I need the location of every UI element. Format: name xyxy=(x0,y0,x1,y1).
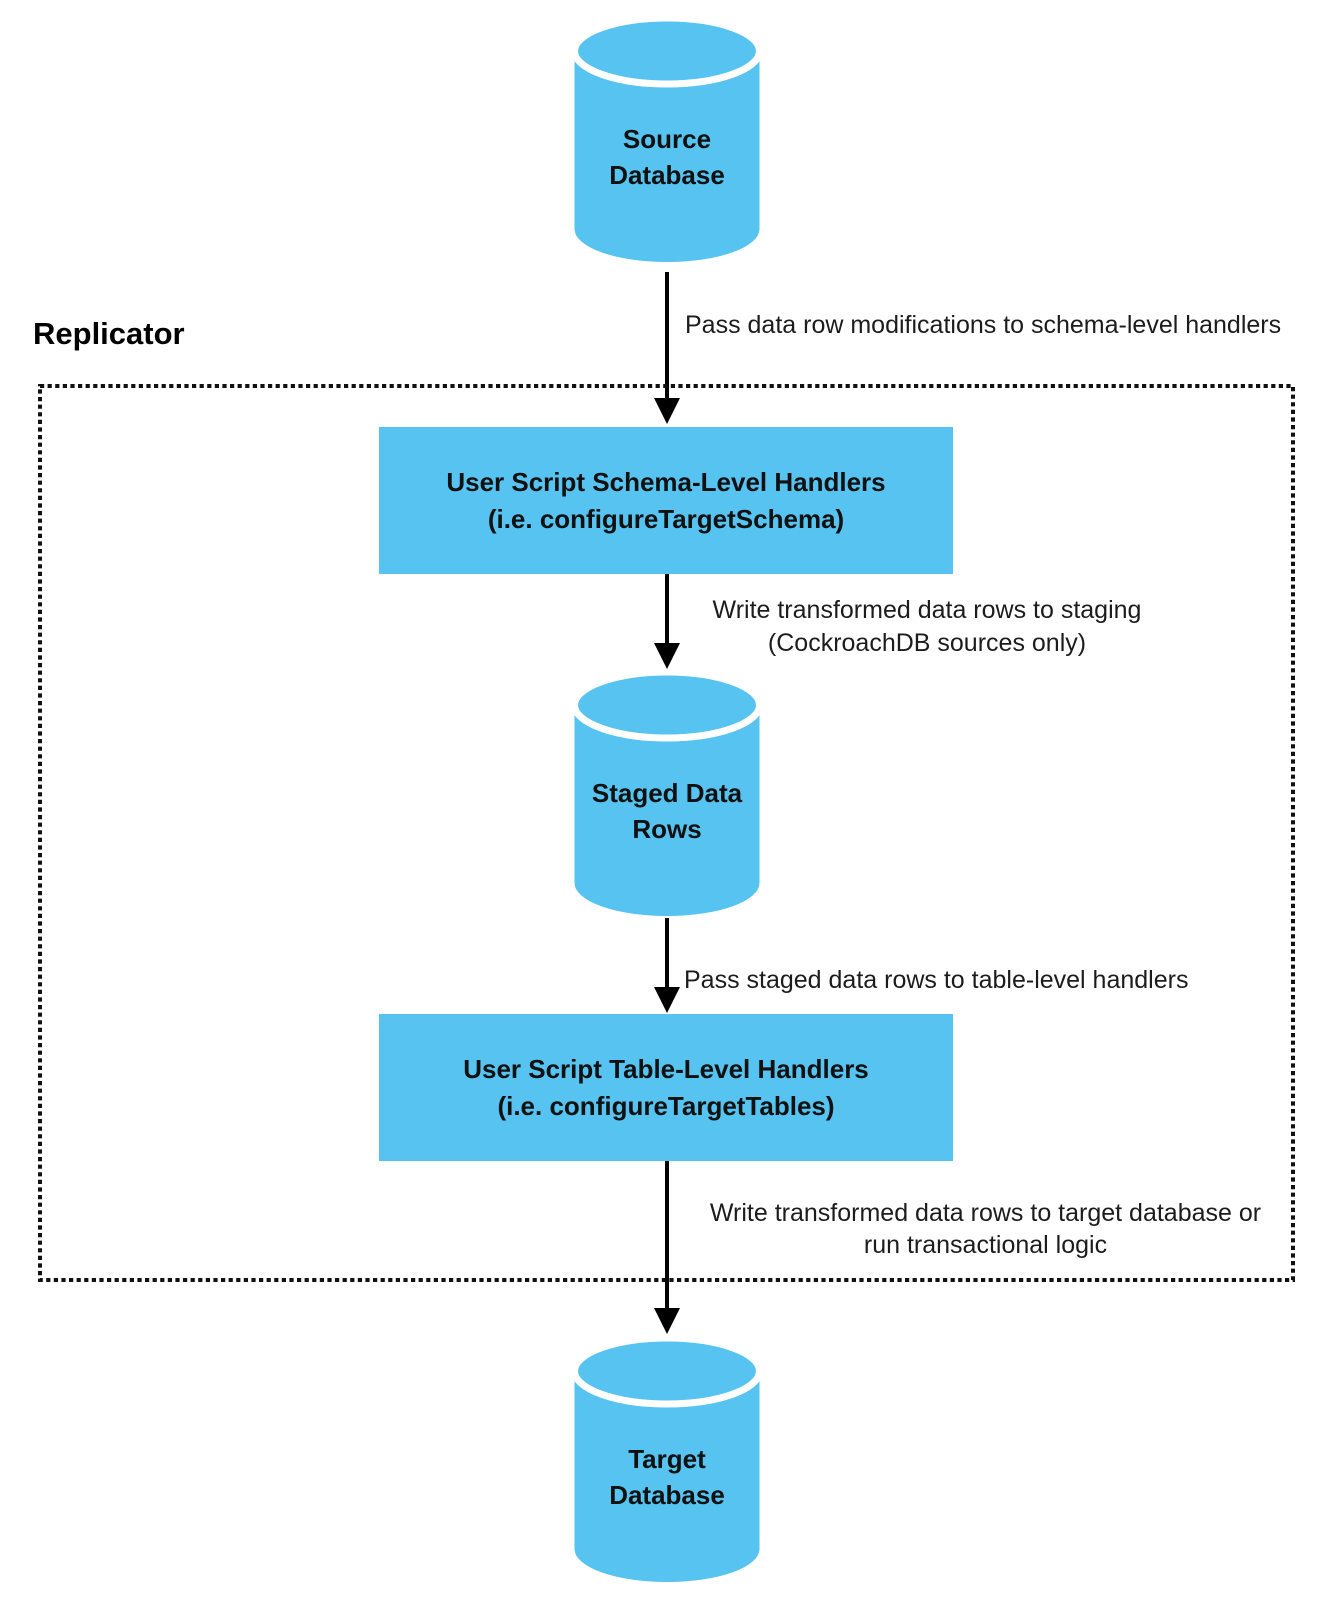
node-label: Staged Data Rows xyxy=(571,705,763,917)
database-cylinder-icon xyxy=(571,671,763,916)
edge-arrow-schema-to-staged xyxy=(665,574,669,644)
node-label: Source Database xyxy=(571,51,763,263)
node-source-database: Source Database xyxy=(571,17,763,263)
node-staged-data-rows: Staged Data Rows xyxy=(571,671,763,917)
node-label-line: Database xyxy=(609,160,725,190)
edge-label-source-to-schema: Pass data row modifications to schema-le… xyxy=(685,311,1282,339)
node-target-database: Target Database xyxy=(571,1337,763,1583)
edge-label-line: (CockroachDB sources only) xyxy=(767,629,1087,657)
database-cylinder-icon xyxy=(571,17,763,262)
edge-arrow-staged-to-table xyxy=(665,918,669,988)
edge-label-line: Write transformed data rows to target da… xyxy=(709,1199,1262,1227)
node-label-line: Rows xyxy=(632,814,702,844)
arrow-down-icon xyxy=(654,643,680,669)
replicator-boundary xyxy=(38,384,1295,1282)
node-label-line: (i.e. configureTargetTables) xyxy=(497,1090,835,1121)
arrow-down-icon xyxy=(654,987,680,1013)
node-label-line: User Script Schema-Level Handlers xyxy=(446,466,886,497)
edge-label-table-to-target: Write transformed data rows to target da… xyxy=(677,1197,1294,1261)
edge-arrow-source-to-schema xyxy=(665,272,669,399)
replicator-label: Replicator xyxy=(33,316,185,351)
edge-arrow-table-to-target xyxy=(665,1161,669,1309)
node-label-line: User Script Table-Level Handlers xyxy=(463,1053,869,1084)
node-label-line: (i.e. configureTargetSchema) xyxy=(487,503,845,534)
node-table-handlers: User Script Table-Level Handlers (i.e. c… xyxy=(379,1014,953,1161)
node-label-line: Source xyxy=(622,124,712,154)
edge-label-staged-to-table: Pass staged data rows to table-level han… xyxy=(684,966,1189,994)
arrow-down-icon xyxy=(654,1308,680,1334)
node-schema-handlers: User Script Schema-Level Handlers (i.e. … xyxy=(379,427,953,574)
node-label-line: Database xyxy=(609,1480,725,1510)
edge-label-line: Write transformed data rows to staging xyxy=(712,596,1142,624)
edge-label-schema-to-staged: Write transformed data rows to staging (… xyxy=(687,594,1167,660)
node-label-line: Staged Data xyxy=(591,778,743,808)
edge-label-line: run transactional logic xyxy=(863,1231,1108,1259)
node-label: Target Database xyxy=(571,1371,763,1583)
arrow-down-icon xyxy=(654,398,680,424)
node-label-line: Target xyxy=(628,1444,706,1474)
database-cylinder-icon xyxy=(571,1337,763,1582)
